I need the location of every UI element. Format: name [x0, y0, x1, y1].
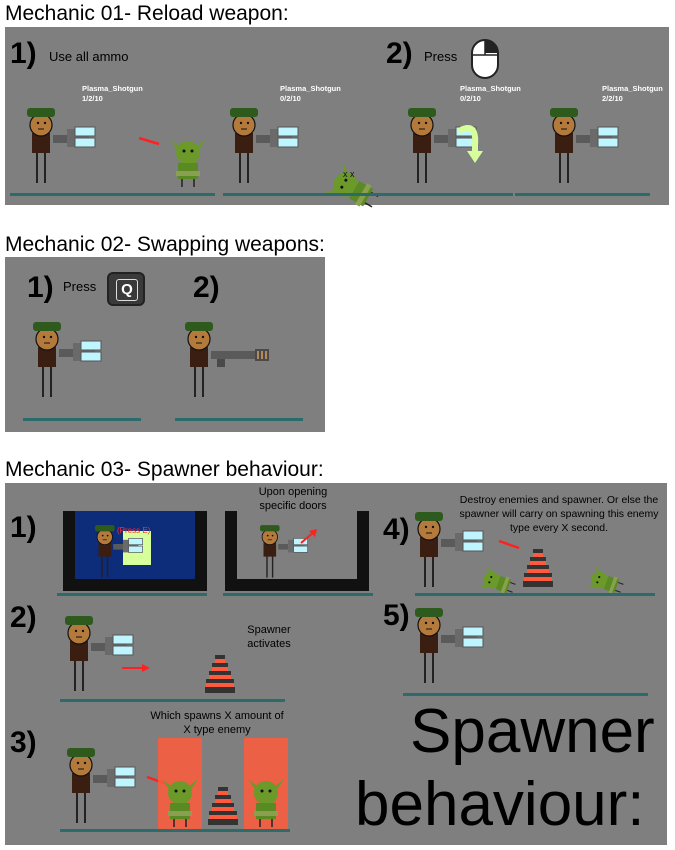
direction-arrow-icon: [300, 529, 317, 544]
soldier-figure: [414, 607, 484, 684]
spawner-panel: 1) (Press E) Upon opening specific doors…: [5, 483, 667, 845]
key-label: Q: [116, 279, 138, 301]
ground-line: [60, 699, 285, 702]
ground-line: [223, 193, 373, 196]
step-label: 2): [193, 271, 220, 304]
step-label: 1): [10, 37, 37, 70]
step-label: 5): [383, 599, 410, 632]
laser-shot: [138, 136, 160, 146]
step-label: 4): [383, 513, 410, 546]
soldier-figure: [26, 107, 96, 184]
laser-shot: [498, 539, 520, 550]
reload-arrow-icon: [457, 125, 483, 163]
step-note: Upon opening specific doors: [258, 486, 328, 512]
step-label: 3): [10, 726, 37, 759]
spawner-tower: [523, 549, 553, 587]
ammo-count: 0/2/10: [460, 94, 481, 103]
ground-line: [223, 593, 373, 596]
step-label: 1): [27, 271, 54, 304]
soldier-figure: [66, 747, 136, 824]
section-title-spawner: Mechanic 03- Spawner behaviour:: [5, 458, 324, 481]
soldier-figure: [229, 107, 299, 184]
swap-panel: 1) Press Q 2): [5, 257, 325, 432]
ground-line: [515, 193, 650, 196]
section-title-reload: Mechanic 01- Reload weapon:: [5, 2, 289, 25]
soldier-figure: [32, 321, 102, 398]
dead-goblin-enemy: [585, 564, 627, 601]
dead-goblin-enemy: [477, 564, 519, 601]
reload-panel: 1) Use all ammo 2) Press Plasma_Shotgun …: [5, 27, 669, 219]
step-label: 2): [10, 601, 37, 634]
goblin-enemy: [247, 778, 285, 828]
step-note: Which spawns X amount of X type enemy: [150, 710, 284, 736]
ground-line: [415, 593, 655, 596]
big-caption-line2: behaviour:: [355, 770, 645, 839]
goblin-enemy: [161, 778, 199, 828]
weapon-name: Plasma_Shotgun: [82, 84, 143, 93]
mouse-icon: [471, 39, 499, 79]
open-room: [225, 511, 369, 591]
goblin-enemy: [169, 138, 207, 188]
step-text: Press: [63, 279, 97, 294]
press-e-hint: (Press E): [117, 526, 151, 535]
ammo-count: 0/2/10: [280, 94, 301, 103]
step-note: Destroy enemies and spawner. Or else the…: [459, 494, 659, 534]
direction-arrow-icon: [122, 664, 150, 672]
step-text: Press: [424, 49, 458, 64]
ammo-count: 2/2/10: [602, 94, 623, 103]
section-title-swapping: Mechanic 02- Swapping weapons:: [5, 233, 325, 256]
weapon-name: Plasma_Shotgun: [280, 84, 341, 93]
dead-goblin-enemy: x x: [323, 161, 385, 219]
big-caption-line1: Spawner: [410, 697, 655, 766]
spawner-tower: [208, 787, 238, 825]
q-key-icon: Q: [107, 272, 145, 306]
ground-line: [175, 418, 303, 421]
step-label: 2): [386, 37, 413, 70]
soldier-figure: [64, 615, 134, 692]
ground-line: [60, 829, 290, 832]
ground-line: [23, 418, 141, 421]
weapon-name: Plasma_Shotgun: [460, 84, 521, 93]
step-text: Use all ammo: [49, 49, 129, 64]
weapon-name: Plasma_Shotgun: [602, 84, 663, 93]
step-note: Spawner activates: [247, 624, 291, 650]
ground-line: [10, 193, 215, 196]
soldier-figure: [94, 524, 143, 579]
soldier-figure: [549, 107, 619, 184]
ground-line: [373, 193, 513, 196]
soldier-figure: [184, 321, 270, 398]
ammo-count: 1/2/10: [82, 94, 103, 103]
ground-line: [403, 693, 648, 696]
svg-text:x x: x x: [343, 169, 355, 179]
spawner-tower: [205, 655, 235, 693]
step-label: 1): [10, 511, 37, 544]
ground-line: [57, 593, 207, 596]
